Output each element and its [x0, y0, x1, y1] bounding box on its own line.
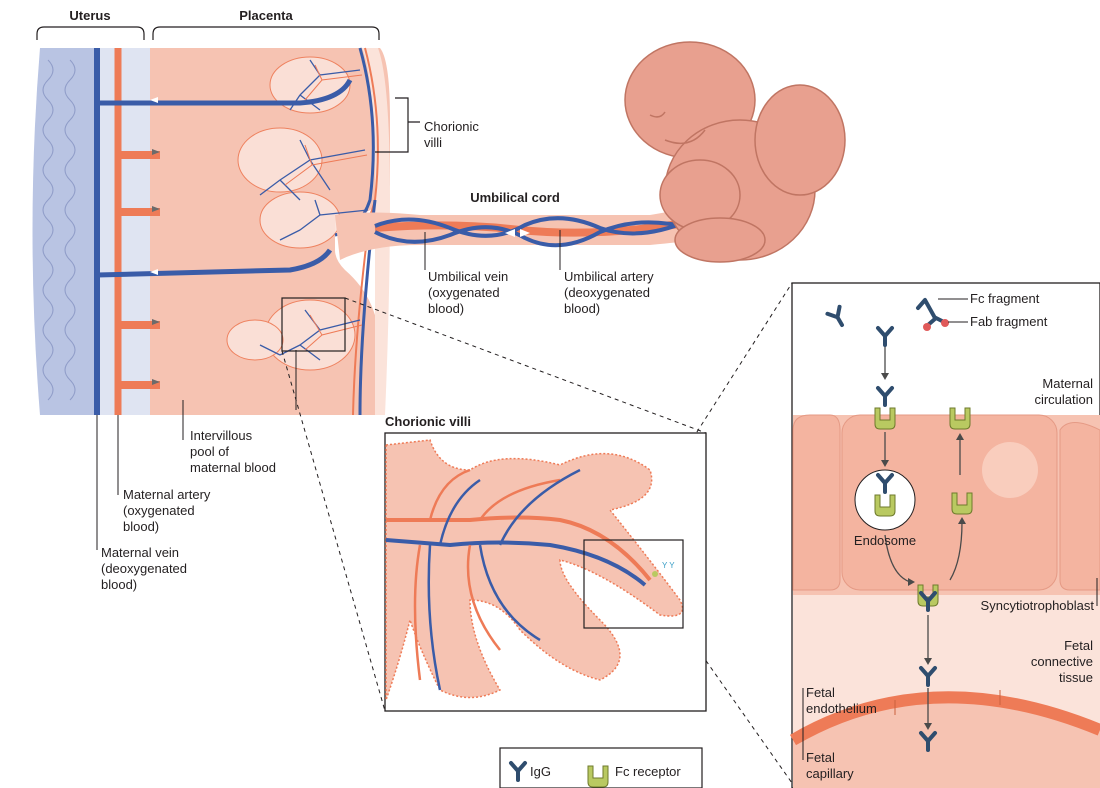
uterus-header: Uterus	[69, 8, 110, 23]
umbilical-vein-label-line-3: blood)	[428, 301, 464, 316]
legend-fc-receptor-label: Fc receptor	[615, 764, 681, 779]
maternal-artery-label-line-2: (oxygenated	[123, 503, 195, 518]
fab-fragment-label: Fab fragment	[970, 314, 1048, 329]
umbilical-artery-label-line-2: (deoxygenated	[564, 285, 650, 300]
maternal-artery-label-line-3: blood)	[123, 519, 159, 534]
fc-fragment-label: Fc fragment	[970, 291, 1040, 306]
chorionic-villi-label-line-2: villi	[424, 135, 442, 150]
umbilical-vein-label-line-1: Umbilical vein	[428, 269, 508, 284]
fetal-connective-tissue-label-line-1: Fetal	[1064, 638, 1093, 653]
syncytiotrophoblast-label: Syncytiotrophoblast	[981, 598, 1095, 613]
maternal-circulation-label-line-2: circulation	[1034, 392, 1093, 407]
maternal-vein-label-line-1: Maternal vein	[101, 545, 179, 560]
placenta-header: Placenta	[239, 8, 293, 23]
umbilical-cord-label: Umbilical cord	[470, 190, 560, 205]
umbilical-artery-label-line-1: Umbilical artery	[564, 269, 654, 284]
intervillous-pool-label-line-1: Intervillous	[190, 428, 253, 443]
chorionic-villi-label-line-1: Chorionic	[424, 119, 479, 134]
intervillous-pool-label-line-3: maternal blood	[190, 460, 276, 475]
fetal-connective-tissue-label-line-3: tissue	[1059, 670, 1093, 685]
fetal-endothelium-label-line-2: endothelium	[806, 701, 877, 716]
umbilical-cord	[335, 205, 700, 260]
fetal-capillary-label-line-1: Fetal	[806, 750, 835, 765]
fetal-capillary-label-line-2: capillary	[806, 766, 854, 781]
maternal-vein-label-line-2: (deoxygenated	[101, 561, 187, 576]
maternal-vein-label-line-3: blood)	[101, 577, 137, 592]
fetal-connective-tissue-label-line-2: connective	[1031, 654, 1093, 669]
fetal-endothelium-label-line-1: Fetal	[806, 685, 835, 700]
svg-text:Y Y: Y Y	[662, 561, 675, 570]
endosome-label: Endosome	[854, 533, 916, 548]
chorionic-villi-inset: Y Y	[385, 433, 706, 711]
umbilical-vein-label-line-2: (oxygenated	[428, 285, 500, 300]
maternal-artery-label-line-1: Maternal artery	[123, 487, 211, 502]
intervillous-pool-label-line-2: pool of	[190, 444, 229, 459]
umbilical-artery-label-line-3: blood)	[564, 301, 600, 316]
endosome-vesicle	[855, 470, 915, 530]
chorionic-villi-inset-title: Chorionic villi	[385, 414, 471, 429]
maternal-circulation-label-line-1: Maternal	[1042, 376, 1093, 391]
legend-igg-label: IgG	[530, 764, 551, 779]
